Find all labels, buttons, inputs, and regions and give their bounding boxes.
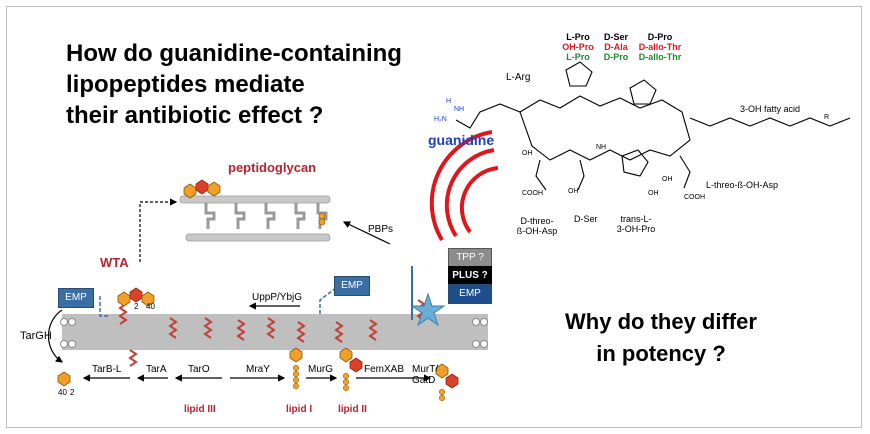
femxab-label: FemXAB — [364, 364, 405, 375]
lthreo-label: L-threo-ß-OH-Asp — [706, 180, 779, 190]
repeat-count-2-bottom: 2 — [70, 388, 75, 397]
uppp-label: UppP/YbjG — [252, 292, 303, 303]
fatty-acid-label: 3-OH fatty acid — [740, 104, 801, 114]
repeat-count-40-top: 40 — [146, 302, 155, 311]
dthreo-line-2: ß-OH-Asp — [516, 226, 558, 236]
lipid2-label: lipid II — [338, 404, 367, 415]
targh-label: TarGH — [20, 330, 52, 342]
murt-line-1: MurT/ — [412, 364, 439, 375]
tarbl-label: TarB-L — [92, 364, 122, 375]
variant-column-1: L-Pro OH-Pro L-Pro — [556, 32, 600, 62]
oh-label-3: OH — [568, 188, 579, 195]
potency-line-2: in potency ? — [596, 341, 726, 366]
tpp-box: TPP ? — [448, 248, 492, 268]
target-protein-star — [410, 292, 446, 327]
repeat-count-2-top: 2 — [134, 302, 139, 311]
wta-sugars-top — [183, 179, 326, 226]
variant-column-3: D-Pro D-allo-Thr D-allo-Thr — [630, 32, 690, 62]
potency-line-1: Why do they differ — [565, 309, 757, 334]
lipid1-label: lipid I — [286, 404, 313, 415]
murt-label: MurT/ GatD — [412, 364, 438, 386]
trans-line-2: 3-OH-Pro — [616, 224, 656, 234]
potency-question: Why do they differ in potency ? — [556, 306, 766, 370]
question-line-1: How do guanidine-containing — [66, 40, 402, 67]
variant-3-base: D-Pro — [647, 32, 673, 42]
variant-1-base: L-Pro — [566, 32, 590, 42]
variant-3-green: D-allo-Thr — [638, 52, 682, 62]
wta-chain-membrane — [57, 287, 155, 387]
nh-label: H — [446, 98, 452, 105]
question-line-2: lipopeptides mediate — [66, 71, 305, 98]
emp-box-left: EMP — [58, 288, 94, 308]
oh-label-2: OH — [662, 176, 673, 183]
signal-arcs — [429, 130, 499, 242]
pbps-label: PBPs — [368, 224, 394, 235]
emp-box-center: EMP — [334, 276, 370, 296]
variant-1-red: OH-Pro — [562, 42, 594, 52]
cell-membrane — [60, 314, 488, 350]
trans-line-1: trans-L- — [620, 214, 652, 224]
variant-1-green: L-Pro — [566, 52, 590, 62]
repeat-count-40-bottom: 40 — [58, 388, 67, 397]
peptidoglycan-label: peptidoglycan — [228, 160, 317, 175]
murg-label: MurG — [308, 364, 333, 375]
question-line-3: their antibiotic effect ? — [66, 102, 324, 129]
variant-column-2: D-Ser D-Ala D-Pro — [594, 32, 638, 62]
pbp-arrow — [342, 221, 391, 245]
oh-label-4: OH — [648, 190, 659, 197]
lipid-sugar-stacks — [289, 347, 459, 402]
tara-label: TarA — [146, 364, 167, 375]
main-question: How do guanidine-containing lipopeptides… — [66, 38, 426, 131]
larg-label: L-Arg — [506, 72, 531, 83]
plus-box: PLUS ? — [448, 266, 492, 286]
wta-label: WTA — [100, 255, 129, 270]
taro-label: TarO — [188, 364, 210, 375]
guanidine-label: guanidine — [428, 132, 495, 148]
wta-arrow — [139, 198, 178, 262]
dser-bottom-label: D-Ser — [574, 214, 598, 224]
mray-label: MraY — [246, 364, 270, 375]
variant-2-red: D-Ala — [604, 42, 628, 52]
cooh-label-2: COOH — [684, 194, 705, 201]
h2n-label: H₂N — [434, 116, 447, 123]
pathway-arrows — [48, 302, 432, 382]
trans-label: trans-L- 3-OH-Pro — [608, 214, 664, 234]
r-group-label: R — [824, 114, 830, 121]
dthreo-line-1: D-threo- — [520, 216, 554, 226]
variant-2-green: D-Pro — [603, 52, 629, 62]
peptidoglycan-layer — [179, 195, 331, 242]
lipopeptide-structure — [455, 61, 851, 191]
oh-label-1: OH — [522, 150, 533, 157]
variant-3-red: D-allo-Thr — [638, 42, 682, 52]
nh-label-ring: NH — [596, 144, 607, 151]
lipid3-label: lipid III — [184, 404, 216, 415]
murt-line-2: GatD — [412, 375, 436, 386]
nh2-label: NH — [454, 106, 465, 113]
cooh-label-1: COOH — [522, 190, 543, 197]
emp-box-right: EMP — [448, 284, 492, 304]
dthreo-label: D-threo- ß-OH-Asp — [502, 216, 572, 236]
variant-2-base: D-Ser — [603, 32, 628, 42]
